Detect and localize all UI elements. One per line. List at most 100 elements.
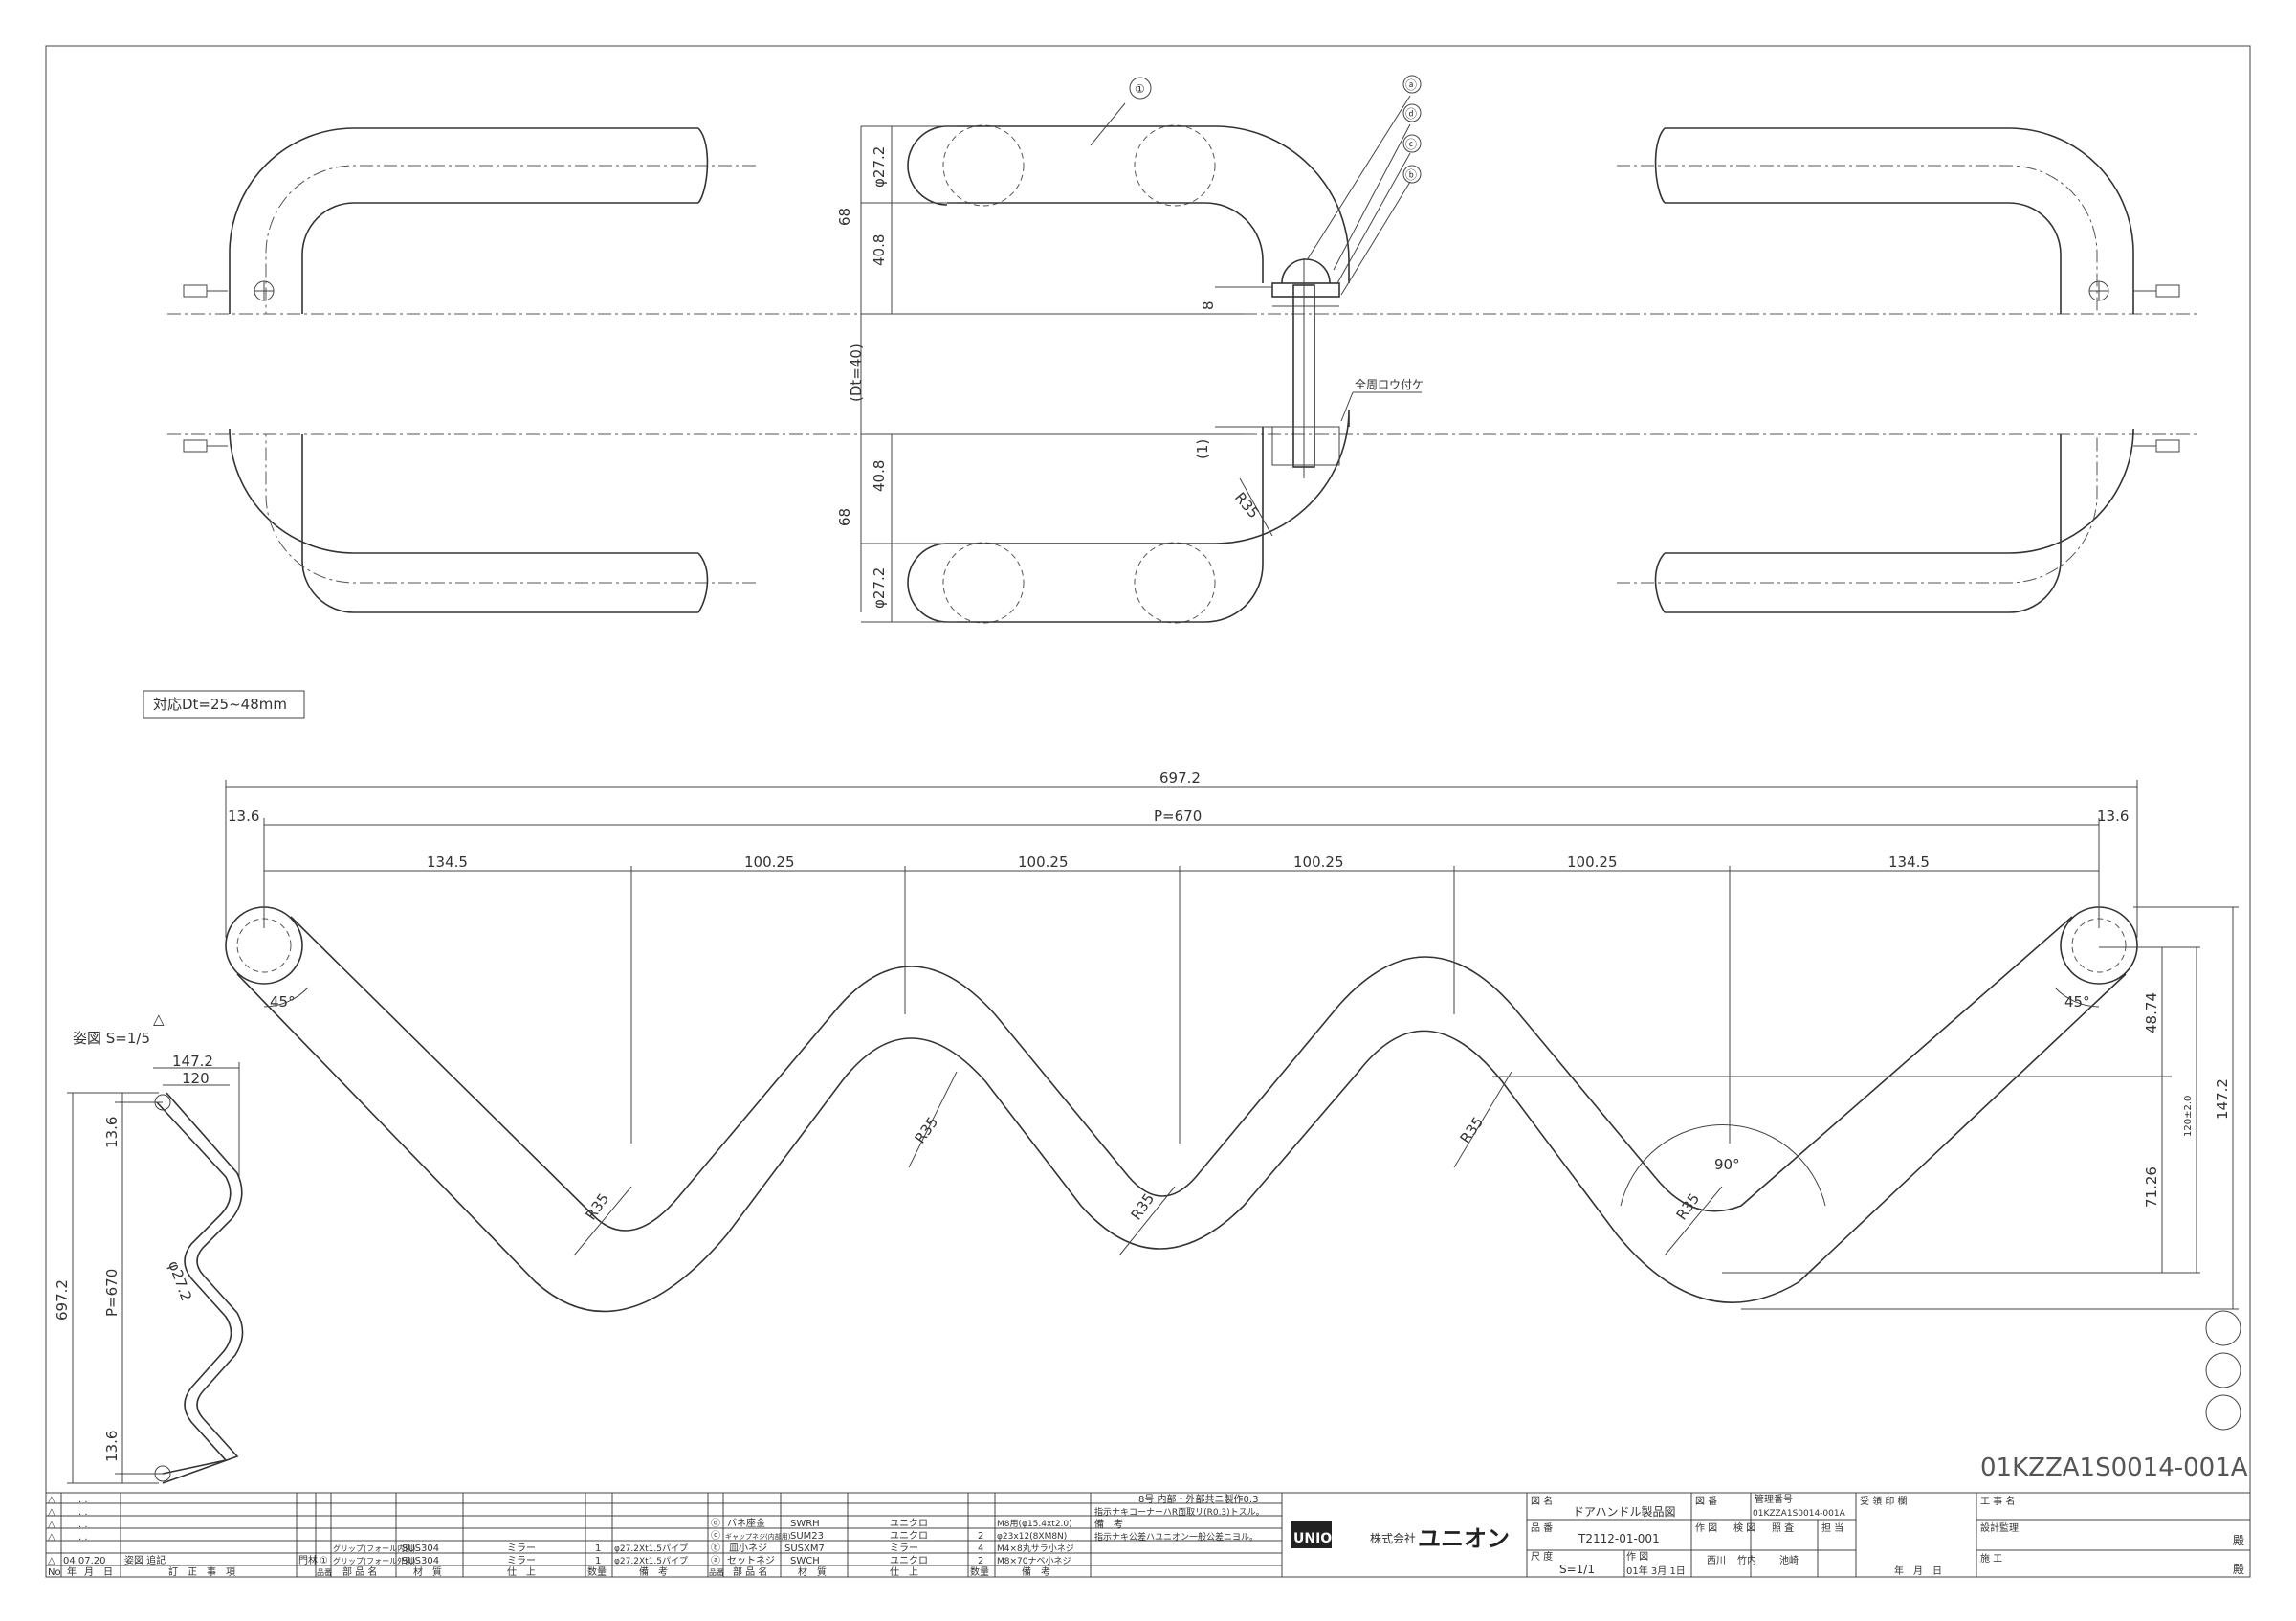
pr-h-mat: 材 質	[798, 1565, 827, 1578]
rev-mark-5: △	[48, 1556, 55, 1566]
rev-h-y: 年	[67, 1565, 77, 1578]
rev-date-3: . .	[78, 1520, 88, 1530]
pr-note-4: M8×70ナベ小ネジ	[997, 1556, 1071, 1566]
pl-qty-3: 1	[595, 1543, 601, 1554]
checker: 竹内	[1737, 1554, 1756, 1566]
dim-dt: (Dt=40)	[848, 344, 865, 402]
pr-no-1: ⓓ	[711, 1518, 720, 1529]
rev-date-5: 04.07.20	[63, 1556, 106, 1566]
pr-note-1: M8用(φ15.4xt2.0)	[997, 1519, 1072, 1529]
title-block	[45, 1492, 2251, 1578]
dim-120: 120±2.0	[2183, 1096, 2194, 1137]
pr-h-note: 備 考	[1022, 1565, 1050, 1578]
label-title: 図 名	[1531, 1495, 1553, 1507]
callout-d: ⓓ	[1405, 107, 1417, 121]
side-view	[67, 1062, 244, 1484]
label-approver: 照 査	[1772, 1521, 1794, 1534]
pl-mat-3: SUS304	[402, 1543, 439, 1554]
dim-r-1: R35	[583, 1190, 613, 1224]
pr-h-name: 部 品 名	[733, 1565, 767, 1578]
pr-h-no: 品番	[709, 1567, 724, 1577]
revision-triangle: △	[153, 1010, 165, 1028]
rev-h-no: No	[48, 1567, 61, 1578]
drawn-date: 01年 3月 1日	[1626, 1565, 1686, 1577]
side-dim-6972: 697.2	[54, 1279, 71, 1321]
control-no: 01KZZA1S0014-001A	[1753, 1509, 1846, 1519]
dim-7126: 71.26	[2143, 1166, 2160, 1208]
rev-h-d: 日	[103, 1567, 113, 1578]
dim-r35-top: R35	[1231, 489, 1263, 522]
callout-b: ⓑ	[1405, 168, 1417, 182]
pr-mat-3: SUSXM7	[784, 1543, 825, 1554]
dim-phi-bot: φ27.2	[871, 567, 888, 609]
note-line2: 指示ナキコーナーハR面取リ(R0.3)トスル。	[1094, 1506, 1265, 1518]
pl-qty-4: 1	[595, 1556, 601, 1566]
rev-date-4: . .	[78, 1532, 88, 1543]
pr-qty-2: 2	[978, 1531, 983, 1542]
dim-overall: 697.2	[1159, 769, 1201, 787]
dim-1472: 147.2	[2214, 1078, 2231, 1120]
label-author: 作 図	[1695, 1522, 1717, 1534]
pr-qty-3: 4	[978, 1543, 983, 1554]
rev-mark-1: △	[48, 1495, 55, 1505]
scale: S=1/1	[1559, 1563, 1595, 1576]
pr-h-fin: 仕 上	[890, 1565, 918, 1578]
pr-fin-4: ユニクロ	[890, 1555, 928, 1566]
pr-name-1: バネ座金	[727, 1517, 765, 1529]
dim-seg2: 100.25	[744, 854, 795, 871]
note-line4: 指示ナキ公差ハユニオン一般公差ニヨル。	[1094, 1531, 1258, 1543]
side-dim-120: 120	[182, 1070, 210, 1087]
note-line1: 8号 内部・外部共ニ製作0.3	[1138, 1493, 1258, 1505]
pr-qty-4: 2	[978, 1556, 983, 1566]
dim-seg4: 100.25	[1293, 854, 1344, 871]
pr-fin-2: ユニクロ	[890, 1530, 928, 1542]
callout-1: ①	[1135, 82, 1145, 96]
pr-name-2: ギャップネジ(内部用)	[725, 1532, 791, 1541]
pr-name-3: 皿小ネジ	[729, 1543, 767, 1554]
label-number: 品 番	[1531, 1522, 1553, 1534]
dim-angle-90: 90°	[1714, 1156, 1740, 1173]
drawing-number-large: 01KZZA1S0014-001A	[1980, 1454, 2248, 1482]
pr-mat-1: SWRH	[790, 1519, 820, 1529]
label-design: 設計監理	[1980, 1521, 2019, 1534]
range-note: 対応Dt=25~48mm	[153, 696, 287, 713]
pl-h-no: 品番	[317, 1567, 332, 1577]
honorific-1: 殿	[2233, 1534, 2244, 1547]
pl-mat-4: SUS304	[402, 1556, 439, 1566]
pr-mat-2: SUM23	[790, 1531, 824, 1542]
label-construction: 施 工	[1980, 1552, 2002, 1565]
ymd: 年 月 日	[1894, 1565, 1942, 1577]
honorific-2: 殿	[2233, 1563, 2244, 1576]
drawing-title: ドアハンドル製品図	[1573, 1505, 1676, 1519]
rev-note-5: 姿図 追記	[124, 1554, 166, 1566]
callout-a: ⓐ	[1405, 78, 1417, 92]
rev-date-1: . .	[78, 1495, 88, 1505]
author: 西川	[1707, 1556, 1726, 1566]
label-drawn: 作 図	[1626, 1551, 1648, 1563]
union-logo: UNION	[1293, 1531, 1343, 1546]
pl-h-fin: 仕 上	[507, 1565, 536, 1578]
pl-fin-4: ミラー	[507, 1555, 536, 1566]
company-prefix: 株式会社	[1370, 1531, 1416, 1545]
company-name: ユニオン	[1418, 1525, 1510, 1552]
product-number: T2112-01-001	[1578, 1532, 1660, 1545]
rev-mark-4: △	[48, 1532, 55, 1543]
brazing-note: 全周ロウ付ケ	[1355, 377, 1424, 391]
note-line3: 備 考	[1094, 1518, 1123, 1530]
pl-h-name: 部 品 名	[342, 1565, 377, 1578]
dim-seg3: 100.25	[1018, 854, 1069, 871]
dim-edge-left: 13.6	[228, 808, 259, 825]
front-view	[225, 780, 2241, 1431]
callout-c: ⓒ	[1405, 138, 1417, 151]
dim-4874: 48.74	[2143, 992, 2160, 1033]
pl-note-3: φ27.2Xt1.5パイプ	[614, 1543, 688, 1554]
dim-pitch: P=670	[1154, 808, 1202, 825]
label-receipt: 受 領 印 欄	[1860, 1495, 1908, 1507]
pl-h-qty: 数量	[587, 1565, 607, 1578]
pr-fin-3: ミラー	[890, 1543, 918, 1554]
dim-edge-right: 13.6	[2097, 808, 2129, 825]
pl-note-4: φ27.2Xt1.5パイプ	[614, 1556, 688, 1566]
dim-seg6: 134.5	[1888, 854, 1930, 871]
rev-name-5: 門林	[298, 1554, 318, 1566]
